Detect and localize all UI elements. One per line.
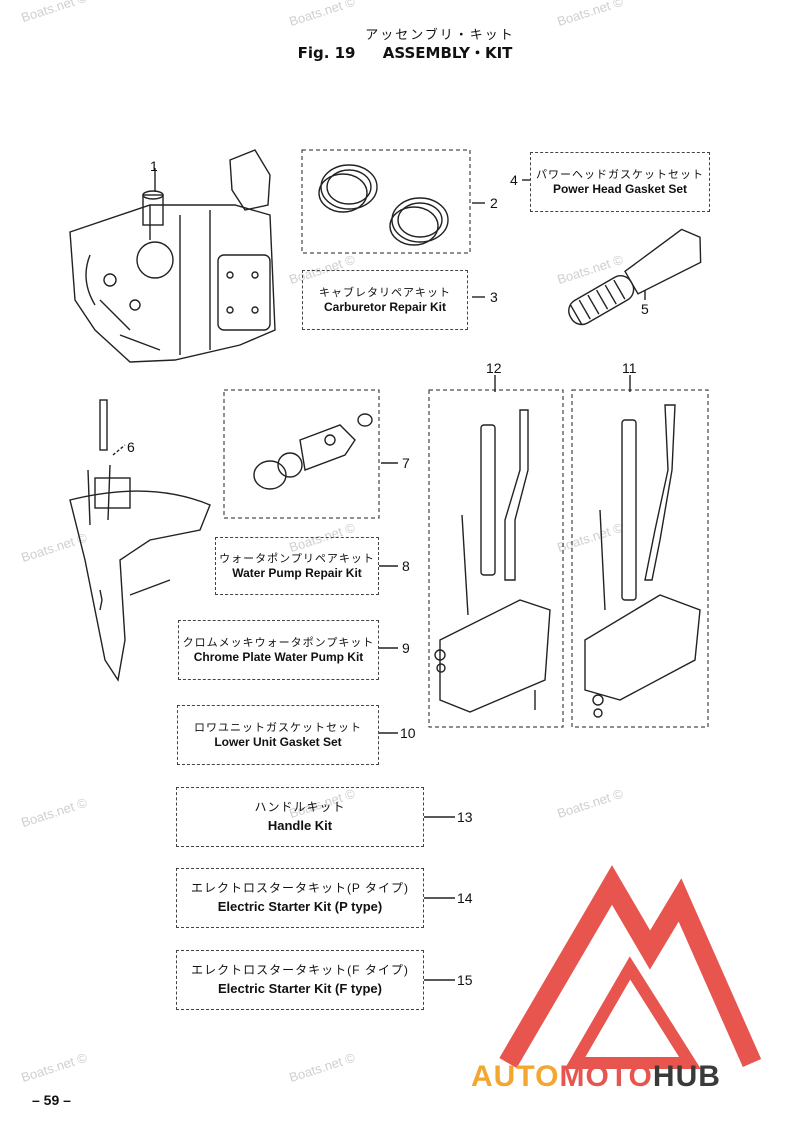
logo-text-hub: HUB [652, 1060, 721, 1093]
kit-label-en: Handle Kit [267, 818, 333, 833]
logo: AUTOMOTOHUB [471, 1060, 721, 1094]
kit-label-en: Chrome Plate Water Pump Kit [193, 649, 364, 664]
kit-label-jp: ロワユニットガスケットセット [194, 721, 362, 734]
callout-number: 9 [402, 640, 410, 656]
kit-label-en: Water Pump Repair Kit [232, 565, 362, 580]
kit-label-jp: ウォータポンプリペアキット [219, 552, 375, 565]
callout-number: 4 [510, 172, 518, 188]
callout-number: 8 [402, 558, 410, 574]
callout-number: 3 [490, 289, 498, 305]
kit-label-en: Lower Unit Gasket Set [214, 734, 342, 749]
kit-label-jp: パワーヘッドガスケットセット [536, 168, 704, 181]
logo-text-moto: MOTO [559, 1060, 653, 1093]
kit-label-en: Carburetor Repair Kit [323, 299, 447, 314]
logo-mark [499, 865, 762, 1069]
callout-number: 13 [457, 809, 473, 825]
kit-label-jp: キャブレタリペアキット [319, 286, 451, 299]
kit-carburetor-repair: キャブレタリペアキット Carburetor Repair Kit [302, 270, 468, 330]
callout-number: 11 [622, 360, 637, 376]
callout-number: 7 [402, 455, 410, 471]
callout-number: 10 [400, 725, 416, 741]
kit-label-jp: ハンドルキット [254, 800, 346, 814]
kit-handle: ハンドルキット Handle Kit [176, 787, 424, 847]
kit-label-jp: エレクトロスタータキット(P タイプ) [190, 881, 410, 895]
kit-electric-starter-f-type: エレクトロスタータキット(F タイプ) Electric Starter Kit… [176, 950, 424, 1010]
kit-lower-unit-gasket-set: ロワユニットガスケットセット Lower Unit Gasket Set [177, 705, 379, 765]
callout-number: 2 [490, 195, 498, 211]
kit-label-en: Electric Starter Kit (F type) [218, 981, 382, 996]
page-number: – 59 – [32, 1092, 71, 1108]
title-english: ASSEMBLY・KIT [382, 44, 513, 62]
kit-label-jp: エレクトロスタータキット(F タイプ) [191, 963, 409, 977]
kit-label-en: Electric Starter Kit (P type) [217, 899, 383, 914]
page-title: Fig. 19 ASSEMBLY・KIT [0, 42, 800, 63]
callout-number: 15 [457, 972, 473, 988]
callout-number: 12 [486, 360, 502, 376]
callout-number: 6 [127, 439, 135, 455]
figure-label: Fig. 19 [297, 44, 356, 62]
kit-label-jp: クロムメッキウォータポンプキット [182, 636, 375, 649]
title-japanese: アッセンブリ・キット [365, 28, 515, 43]
kit-water-pump-repair: ウォータポンプリペアキット Water Pump Repair Kit [215, 537, 379, 595]
kit-chrome-plate-water-pump: クロムメッキウォータポンプキット Chrome Plate Water Pump… [178, 620, 379, 680]
kit-electric-starter-p-type: エレクトロスタータキット(P タイプ) Electric Starter Kit… [176, 868, 424, 928]
kit-label-en: Power Head Gasket Set [552, 181, 688, 196]
powerhead-drawing [69, 149, 276, 363]
driveshaft-housing-drawing [69, 399, 211, 682]
kit-power-head-gasket-set: パワーヘッドガスケットセット Power Head Gasket Set [530, 152, 710, 212]
callout-number: 1 [150, 158, 158, 174]
callout-number: 14 [457, 890, 473, 906]
callout-number: 5 [641, 301, 649, 317]
logo-text-auto: AUTO [471, 1060, 560, 1093]
